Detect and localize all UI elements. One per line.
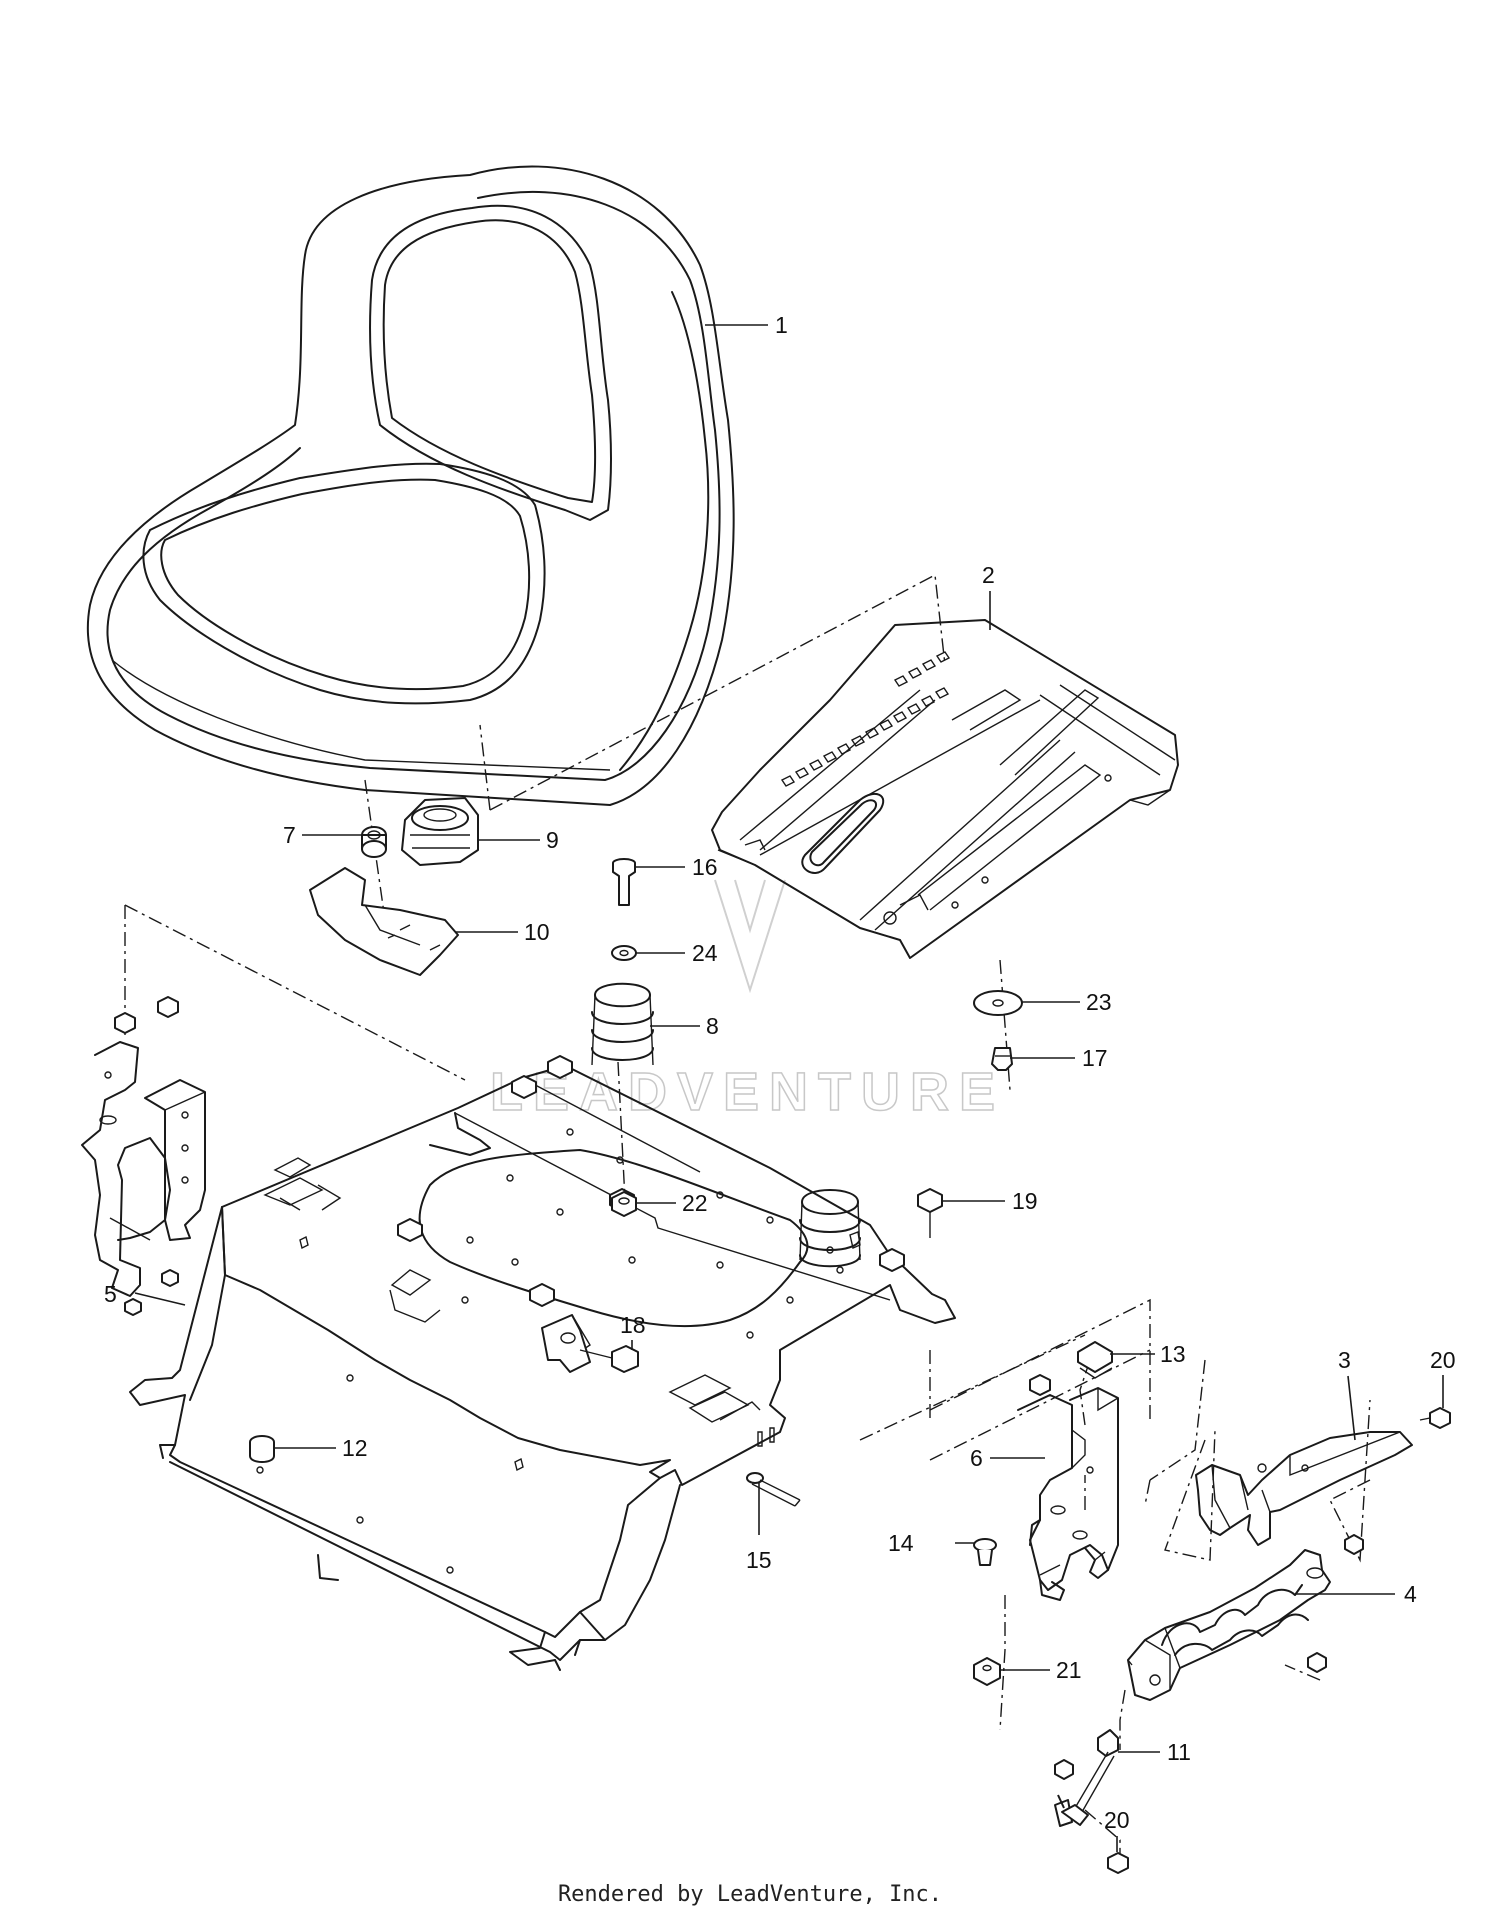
callout-3: 3 [1338,1347,1351,1373]
callout-2: 2 [982,562,995,588]
adjuster-link [1054,1729,1119,1827]
callout-labels: 1 2 3 4 5 6 7 8 9 10 11 12 13 14 15 16 1… [104,312,1456,1833]
frame-spring [799,1189,861,1268]
watermark-text: LEADVENTURE [490,1062,1005,1122]
slot-row [780,651,951,787]
seat-cushion [86,165,735,806]
frame-stud [849,1231,861,1249]
frame-tab-left [263,1157,342,1211]
watermark: LEADVENTURE [489,879,1005,1123]
mounting-tab-bolt [541,1314,639,1373]
hex-nut [973,1657,1001,1686]
bushing [361,826,387,858]
callout-23: 23 [1086,989,1112,1015]
flange-screw-bottom [1107,1852,1129,1874]
callout-4: 4 [1404,1581,1417,1607]
push-pin [973,1538,997,1566]
callout-17: 17 [1082,1045,1108,1071]
callout-6: 6 [970,1445,983,1471]
shoulder-pin [612,858,636,906]
spring [591,982,654,1066]
seat-switch [401,797,479,866]
clip-nut [1077,1341,1113,1379]
alignment-lines [124,573,1371,1860]
callout-8: 8 [706,1013,719,1039]
right-support-bracket [1017,1374,1119,1601]
slide-rail-lower [1127,1549,1331,1701]
callout-13: 13 [1160,1341,1186,1367]
washer [611,945,637,961]
callout-5: 5 [104,1281,117,1307]
callout-18: 18 [620,1312,646,1338]
shoulder-bolt [991,1047,1013,1071]
callout-15: 15 [746,1547,772,1573]
callout-14: 14 [888,1530,914,1556]
callout-1: 1 [775,312,788,338]
frame-nuts [397,1055,905,1307]
callout-12: 12 [342,1435,368,1461]
rail-screw-lower [1307,1652,1327,1673]
frame-tab-right [668,1374,761,1423]
callout-21: 21 [1056,1657,1082,1683]
callout-7: 7 [283,822,296,848]
footer-credit: Rendered by LeadVenture, Inc. [557,1882,943,1907]
flange-screw [1419,1407,1451,1429]
left-support-bracket [81,996,206,1316]
callout-20-top: 20 [1430,1347,1456,1373]
callout-24: 24 [692,940,718,966]
rail-screw [1344,1534,1364,1555]
callout-9: 9 [546,827,559,853]
link-screw [1054,1759,1074,1780]
slide-rail-upper [1195,1431,1413,1546]
seat-frame [129,1063,956,1671]
clevis-pin [746,1472,801,1507]
seat-pan [711,619,1179,959]
callout-leaders [134,324,1444,1852]
callout-10: 10 [524,919,550,945]
callout-19: 19 [1012,1188,1038,1214]
switch-bracket [309,867,459,976]
flange-nut [611,1191,637,1217]
frame-plug [249,1435,275,1463]
flange-bolt [917,1188,943,1238]
callout-22: 22 [682,1190,708,1216]
callout-20-bottom: 20 [1104,1807,1130,1833]
callout-16: 16 [692,854,718,880]
rubber-washer [973,990,1023,1016]
callout-11: 11 [1167,1739,1191,1765]
